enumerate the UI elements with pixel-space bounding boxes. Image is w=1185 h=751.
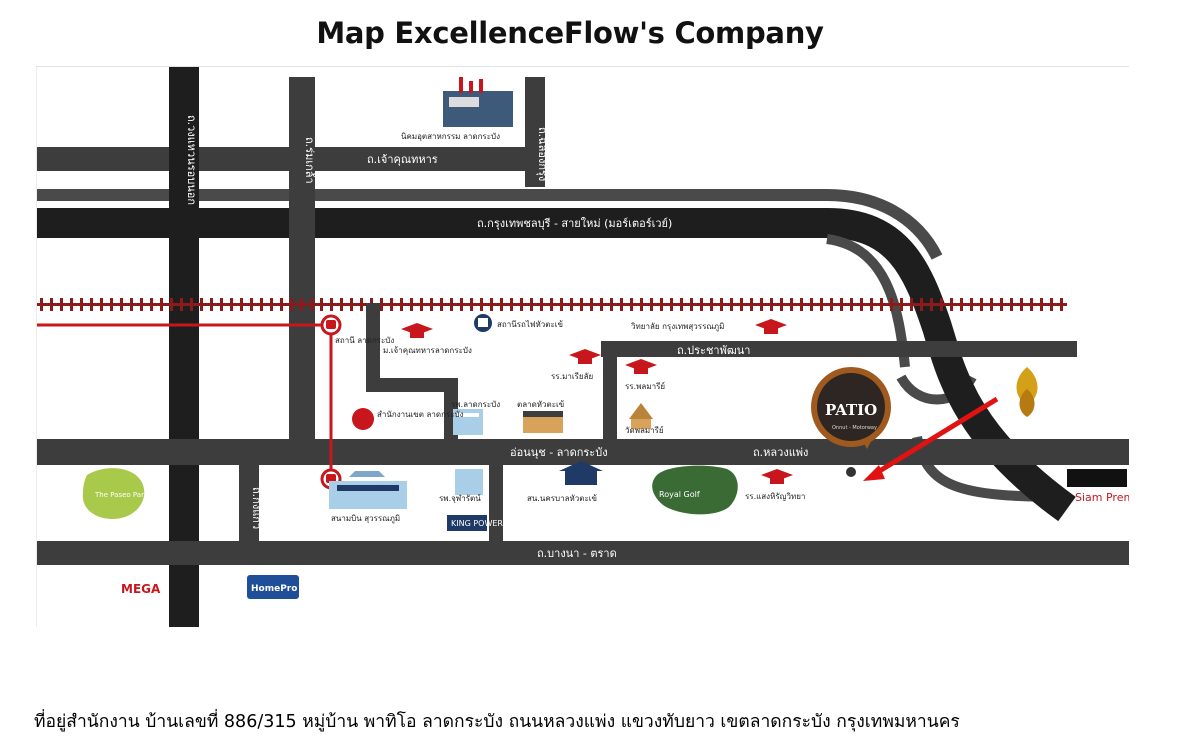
road-rom-klao — [289, 77, 315, 457]
siam-outlet-logo — [1067, 469, 1127, 487]
label-industrial-estate: นิคมอุตสาหกรรม ลาดกระบัง — [401, 132, 500, 141]
road-king-kaeo — [239, 465, 259, 541]
road-chalong-krung — [525, 77, 545, 187]
road-chao-khun-thahan — [37, 147, 537, 171]
label-police: สน.นครบาลหัวตะเข้ — [527, 494, 597, 503]
paseo-park-logo — [82, 468, 145, 519]
map-title: Map ExcellenceFlow's Company — [316, 16, 824, 50]
hospital-2-icon — [455, 469, 483, 495]
label-district-office: สำนักงานเขต ลาดกระบัง — [377, 410, 464, 419]
label-on-nut: อ่อนนุช - ลาดกระบัง — [510, 446, 608, 459]
rail-station-glyph — [326, 320, 336, 329]
label-railway-station: สถานีรถไฟหัวตะเข้ — [497, 320, 563, 329]
patio-logo-text: PATIO — [825, 401, 877, 419]
label-temple: วัดพลมารีย์ — [625, 425, 664, 435]
road-soi-2 — [603, 347, 617, 441]
golf-course-icon — [652, 465, 738, 515]
district-office-icon — [352, 408, 374, 430]
label-motorway: ถ.กรุงเทพชลบุรี - สายใหม่ (มอร์เตอร์เวย์… — [477, 217, 672, 230]
label-airport: สนามบิน สุวรรณภูมิ — [331, 514, 400, 524]
market-icon — [523, 411, 563, 433]
train-station-glyph — [478, 318, 488, 327]
road-soi-1 — [366, 303, 458, 439]
label-market: ตลาดหัวตะเข้ — [517, 400, 564, 409]
mega-logo: MEGA — [121, 582, 161, 596]
school-icon — [401, 323, 433, 338]
police-station-icon — [559, 461, 603, 485]
label-airport-link: สถานี ลาดกระบัง — [335, 336, 394, 345]
label-chao-khun-thahan: ถ.เจ้าคุณทหาร — [367, 153, 438, 166]
road-connector — [37, 189, 943, 260]
label-kmitl: วิทยาลัย กรุงเทพสุวรรณภูมิ — [630, 322, 724, 332]
road-bangna-trat — [37, 541, 1129, 565]
factory-icon — [443, 77, 513, 127]
school-icon — [569, 349, 601, 364]
road-on-nut — [37, 439, 1129, 465]
temple-icon — [629, 403, 653, 429]
label-ring-road: ถ.วงแหวนรอบนอก — [185, 115, 198, 205]
railway-ties — [37, 298, 1067, 311]
label-siam-outlet: Siam Premium Outlet — [1075, 491, 1129, 504]
label-bangna-trat: ถ.บางนา - ตราด — [537, 547, 617, 560]
label-paseo: The Paseo Park — [94, 491, 149, 499]
patio-location-pin — [811, 367, 891, 477]
school-icon — [761, 469, 793, 484]
label-king-power: KING POWER — [451, 519, 503, 528]
label-royal-golf: Royal Golf — [659, 490, 700, 499]
road-ring-road — [169, 67, 199, 627]
label-chalong-krung: ถ.ฉลองกรุง — [536, 127, 549, 181]
hospital-icon — [453, 409, 483, 435]
homepro-logo — [247, 575, 299, 599]
airport-station-glyph — [326, 474, 336, 483]
label-hospital: รพ.ลาดกระบัง — [451, 400, 500, 409]
label-school-2: รร.พลมารีย์ — [625, 381, 665, 391]
label-kmitl-uni: ม.เจ้าคุณทหารลาดกระบัง — [383, 346, 472, 355]
label-school-1: รร.มาเรียลัย — [551, 372, 593, 381]
airport-icon — [329, 471, 407, 509]
road-soi-3 — [489, 465, 503, 545]
school-icon — [755, 319, 787, 334]
label-homepro: HomePro — [251, 584, 297, 594]
label-prachaphatthana: ถ.ประชาพัฒนา — [677, 344, 750, 357]
king-power-icon — [447, 515, 487, 531]
label-rom-klao: ถ.ร่มเกล้า — [303, 137, 316, 184]
lotus-logo — [1016, 367, 1038, 417]
road-prachaphatthana — [601, 341, 1077, 357]
label-hospital-2: รพ.จุฬารัตน์ — [439, 493, 481, 503]
office-address: ที่อยู่สำนักงาน บ้านเลขที่ 886/315 หมู่บ… — [34, 712, 960, 732]
school-icon — [625, 359, 657, 374]
patio-logo-subtext: Onnut - Motorway — [832, 425, 877, 431]
location-map: ถ.เจ้าคุณทหาร ถ.กรุงเทพชลบุรี - สายใหม่ … — [36, 66, 1129, 627]
label-luang-phaeng: ถ.หลวงแพ่ง — [753, 446, 808, 459]
label-school-3: รร.แสงหิรัญวิทยา — [745, 492, 805, 501]
label-king-kaeo: ถ.กิ่งแก้ว — [250, 487, 265, 529]
location-arrow — [863, 396, 999, 481]
